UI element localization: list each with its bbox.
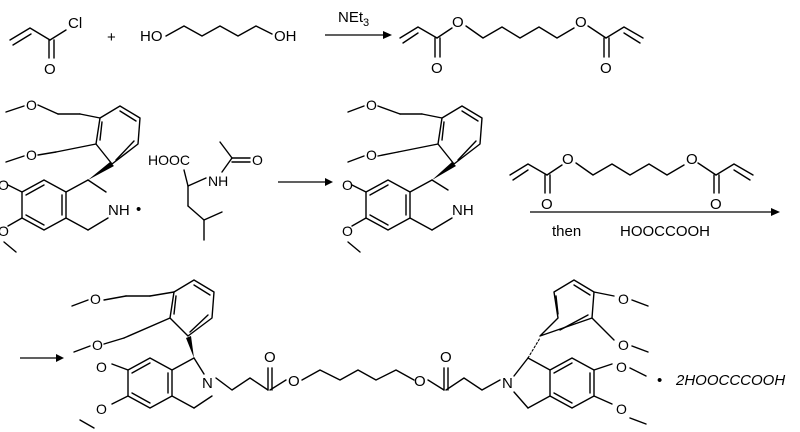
product-nitrogen-right: N	[502, 375, 513, 392]
fb-methoxy-oxygen-1: O	[366, 97, 377, 113]
acetyl-leucine: HOOC NH O	[148, 141, 263, 241]
pr-methoxy-oxygen-2: O	[618, 337, 629, 353]
arrow-step-3-continuation	[20, 354, 64, 362]
pr-ester-oxygen: O	[414, 373, 426, 390]
salt-dot-row2: •	[136, 201, 141, 218]
condition-then: then	[552, 223, 581, 240]
pl-methoxy-oxygen-1: O	[90, 291, 101, 307]
thiq-salt-reactant: NH O O O O •	[0, 97, 141, 253]
diacrylate-reagent: O O O O	[509, 151, 754, 213]
diacrylate-carbonyl-oxygen-1: O	[541, 196, 553, 213]
pr-methoxy-oxygen-4: O	[616, 401, 627, 417]
product-linker-chain: O O O O	[215, 349, 501, 391]
ester-oxygen-1: O	[452, 14, 464, 31]
amide-nh-label: NH	[208, 173, 228, 189]
product-nitrogen-left: N	[202, 375, 213, 392]
pl-methoxy-oxygen-4: O	[96, 401, 107, 417]
product-right-thiq: N O O O O	[502, 279, 649, 425]
methoxy-oxygen-4: O	[0, 223, 9, 239]
amide-oxygen-label: O	[252, 152, 263, 168]
diacrylate-carbonyl-oxygen-2: O	[710, 196, 722, 213]
arrow-step-1: NEt3	[325, 9, 392, 39]
salt-annotation: • 2HOOCCCOOH	[657, 372, 785, 389]
fb-methoxy-oxygen-2: O	[366, 147, 377, 163]
pl-methoxy-oxygen-2: O	[92, 337, 103, 353]
pentanediol-diacrylate-product: O O O O	[399, 14, 644, 77]
carboxylic-acid-label: HOOC	[148, 152, 190, 168]
arrow-step-3: then HOOCCOOH	[530, 208, 780, 240]
pr-carbonyl-oxygen: O	[440, 349, 452, 366]
pl-methoxy-oxygen-3: O	[96, 359, 107, 375]
acryloyl-chloride: Cl O	[9, 15, 82, 78]
oxalate-salt-label: 2HOOCCCOOH	[675, 372, 785, 389]
arrow-step-2	[278, 178, 333, 186]
pl-carbonyl-oxygen: O	[264, 349, 276, 366]
fb-methoxy-oxygen-3: O	[342, 177, 353, 193]
reagent-net3: NEt3	[338, 9, 369, 29]
pr-methoxy-oxygen-1: O	[618, 291, 629, 307]
product-left-thiq: N O O O O	[71, 279, 215, 429]
pr-methoxy-oxygen-3: O	[616, 359, 627, 375]
diacrylate-ester-oxygen-1: O	[562, 151, 574, 168]
methoxy-oxygen-2: O	[26, 147, 37, 163]
amine-nh-label: NH	[108, 202, 130, 219]
hydroxyl-left-label: HO	[140, 28, 163, 45]
methoxy-oxygen-1: O	[26, 97, 37, 113]
thiq-free-base: NH O O O O	[342, 97, 483, 253]
fb-methoxy-oxygen-4: O	[342, 223, 353, 239]
salt-dot-row3: •	[657, 372, 662, 389]
pl-ester-oxygen: O	[288, 373, 300, 390]
condition-oxalic-acid: HOOCCOOH	[620, 223, 710, 240]
pentanediol: HO OH	[140, 25, 297, 45]
diacrylate-ester-oxygen-2: O	[686, 151, 698, 168]
carbonyl-oxygen-2: O	[600, 60, 612, 77]
methoxy-oxygen-3: O	[0, 177, 9, 193]
free-base-nh-label: NH	[452, 202, 474, 219]
chlorine-label: Cl	[68, 15, 82, 32]
carbonyl-oxygen-1: O	[431, 60, 443, 77]
carbonyl-oxygen-label: O	[44, 61, 56, 78]
hydroxyl-right-label: OH	[274, 28, 297, 45]
plus-sign: +	[107, 29, 116, 46]
ester-oxygen-2: O	[575, 14, 587, 31]
